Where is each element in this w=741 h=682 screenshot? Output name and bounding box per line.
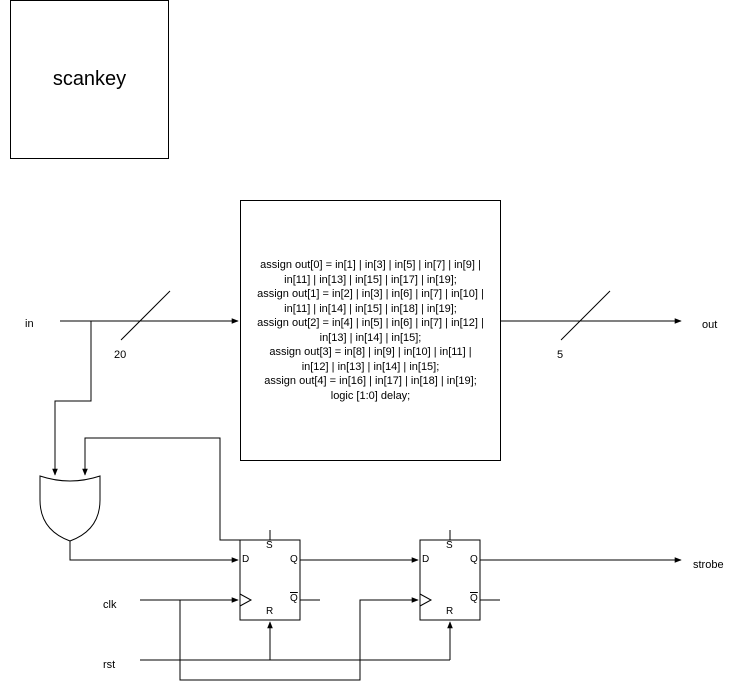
- ff1-set-label: S: [266, 540, 273, 551]
- ff1-reset-label: R: [266, 606, 274, 617]
- input-to-or-wire: [52, 321, 92, 476]
- module-title: scankey: [52, 68, 127, 90]
- ff2-clock-triangle: [419, 593, 433, 607]
- code-line: assign out[3] = in[8] | in[9] | in[10] |…: [269, 346, 472, 358]
- ff2-qbar-label: Q: [470, 593, 478, 604]
- or-gate: [39, 475, 101, 542]
- ff2-d-label: D: [422, 554, 430, 565]
- ff1-qbar-label: Q: [290, 593, 298, 604]
- ff2-reset-label: R: [446, 606, 454, 617]
- output-port-label: out: [702, 319, 718, 331]
- clk-to-ff2-wire: [179, 597, 419, 681]
- code-line: in[12] | in[13] | in[14] | in[15];: [301, 360, 440, 373]
- ff2-q-label: Q: [470, 554, 478, 565]
- input-port-label: in: [25, 318, 34, 330]
- ff1-clock-triangle: [239, 593, 253, 607]
- rst-port-label: rst: [103, 659, 116, 671]
- or-to-dff1-wire: [69, 541, 239, 563]
- output-width-label: 5: [557, 349, 564, 361]
- code-line: assign out[1] = in[2] | in[3] | in[6] | …: [257, 288, 484, 300]
- output-width-slash: [560, 290, 611, 341]
- code-line: in[11] | in[14] | in[15] | in[18] | in[1…: [284, 302, 457, 315]
- code-line: in[13] | in[14] | in[15];: [319, 331, 422, 344]
- input-width-label: 20: [114, 349, 127, 361]
- ff1-q-label: Q: [290, 554, 298, 565]
- code-line: in[11] | in[13] | in[15] | in[17] | in[1…: [284, 273, 457, 286]
- code-line: assign out[4] = in[16] | in[17] | in[18]…: [264, 375, 477, 387]
- clk-port-label: clk: [103, 599, 117, 611]
- input-width-slash: [120, 290, 171, 341]
- code-line: assign out[2] = in[4] | in[5] | in[6] | …: [257, 317, 484, 329]
- module-title-box: scankey: [10, 0, 169, 159]
- code-line: assign out[0] = in[1] | in[3] | in[5] | …: [260, 259, 481, 271]
- assign-code-text: assign out[0] = in[1] | in[3] | in[5] | …: [251, 258, 490, 403]
- assign-code-box: assign out[0] = in[1] | in[3] | in[5] | …: [240, 200, 501, 461]
- feedback-to-or-wire: [82, 437, 270, 541]
- strobe-port-label: strobe: [693, 559, 724, 571]
- code-line: logic [1:0] delay;: [330, 389, 411, 402]
- ff2-set-label: S: [446, 540, 453, 551]
- ff1-d-label: D: [242, 554, 250, 565]
